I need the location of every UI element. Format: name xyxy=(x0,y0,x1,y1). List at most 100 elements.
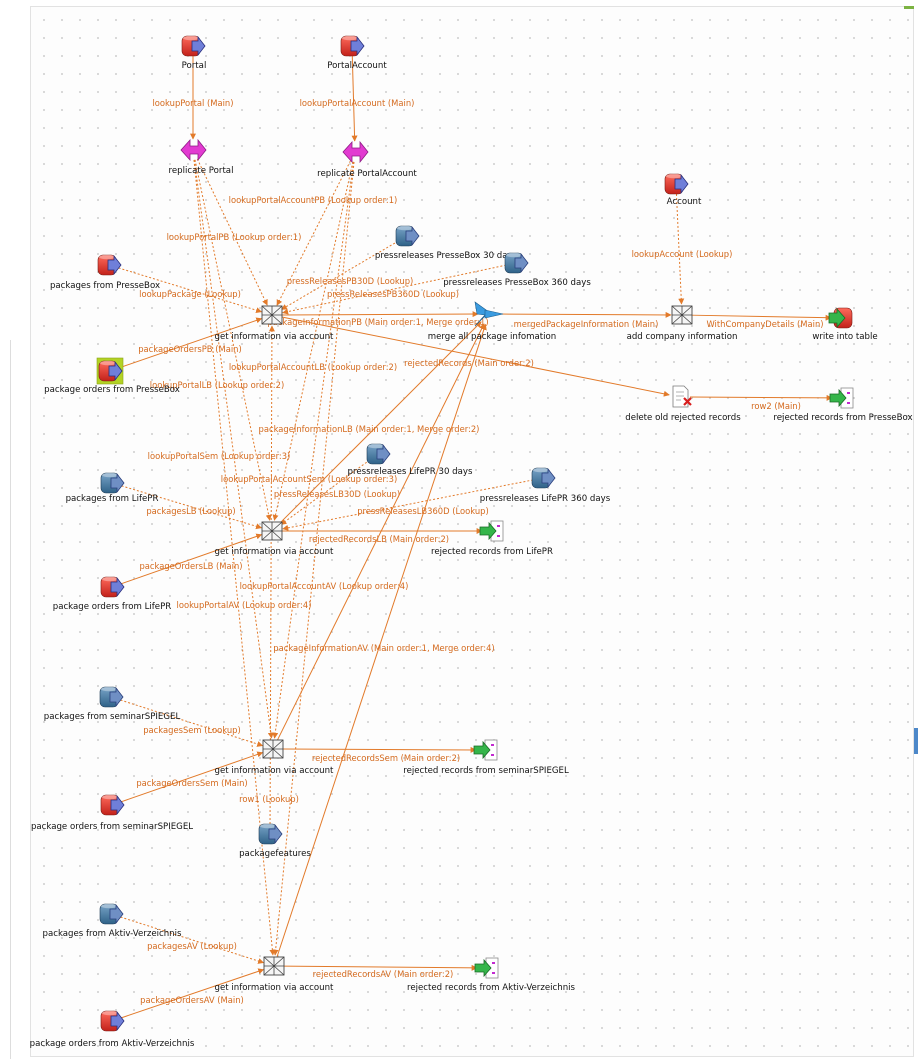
component-replicate-portalaccount[interactable]: replicate PortalAccount xyxy=(317,140,417,179)
input-blue-icon[interactable] xyxy=(100,472,125,494)
link-delete-rejected-to-rejected-pb[interactable] xyxy=(689,394,833,401)
component-rejected-lpr[interactable]: rejected records from LifePR xyxy=(431,520,553,557)
link-portalaccount-to-replicate-portalaccount[interactable] xyxy=(351,55,358,142)
component-portalaccount[interactable]: PortalAccount xyxy=(327,35,387,71)
link-get-info-sem-to-rejected-sem[interactable] xyxy=(282,746,477,753)
link-get-info-av-to-rejected-av[interactable] xyxy=(283,964,478,971)
component-portal[interactable]: Portal xyxy=(181,35,207,71)
component-pkg-sem[interactable]: packages from seminarSPIEGEL xyxy=(44,686,181,722)
delete-icon[interactable] xyxy=(672,385,692,408)
link-replicate-portalaccount-to-get-info-pb[interactable] xyxy=(276,160,351,306)
replicate-icon[interactable] xyxy=(342,140,369,164)
link-replicate-portal-to-get-info-av[interactable] xyxy=(193,159,276,956)
component-get-info-av[interactable]: get information via account xyxy=(215,956,335,993)
component-rejected-av[interactable]: rejected records from Aktiv-Verzeichnis xyxy=(407,957,576,993)
link-get-info-sem-to-merge[interactable] xyxy=(276,323,485,741)
link-replicate-portalaccount-to-get-info-sem[interactable] xyxy=(272,161,355,739)
vertical-scroll-indicator[interactable] xyxy=(914,728,918,754)
component-add-company[interactable]: add company information xyxy=(627,305,738,342)
component-get-info-lb[interactable]: get information via account xyxy=(215,521,335,557)
map-icon[interactable] xyxy=(262,739,284,759)
component-pkg-av[interactable]: packages from Aktiv-Verzeichnis xyxy=(43,903,183,939)
input-blue-icon[interactable] xyxy=(504,252,529,274)
component-pr-lpr-30[interactable]: pressreleases LifePR 30 days xyxy=(348,443,473,477)
link-label: packageOrdersPB (Main) xyxy=(138,344,242,354)
link-pkg-pb-to-get-info-pb[interactable] xyxy=(118,267,263,314)
input-db-icon[interactable] xyxy=(181,35,206,57)
link-replicate-portal-to-get-info-sem[interactable] xyxy=(193,159,274,739)
component-pkgorders-av[interactable]: package orders from Aktiv-Verzeichnis xyxy=(30,1010,195,1049)
map-icon[interactable] xyxy=(671,305,693,325)
component-replicate-portal[interactable]: replicate Portal xyxy=(169,138,234,176)
component-account[interactable]: Account xyxy=(664,173,702,207)
link-replicate-portal-to-get-info-pb[interactable] xyxy=(196,158,268,306)
link-pkgorders-lpr-to-get-info-lb[interactable] xyxy=(121,533,263,585)
link-pr-pb-30-to-get-info-pb[interactable] xyxy=(280,240,399,310)
input-blue-icon[interactable] xyxy=(99,686,124,708)
component-label: merge all package infomation xyxy=(428,332,557,342)
input-db-icon[interactable] xyxy=(664,173,689,195)
component-packagefeatures[interactable]: packagefeatures xyxy=(239,823,311,859)
component-pr-pb-360[interactable]: pressreleases PresseBox 360 days xyxy=(443,252,591,288)
link-pr-lpr-360-to-get-info-lb[interactable] xyxy=(282,479,534,531)
link-replicate-portalaccount-to-get-info-lb[interactable] xyxy=(272,161,354,521)
input-blue-icon[interactable] xyxy=(258,823,283,845)
output-file-icon[interactable] xyxy=(829,387,854,409)
component-pkgorders-sem[interactable]: package orders from seminarSPIEGEL xyxy=(31,794,193,832)
output-file-icon[interactable] xyxy=(479,520,504,542)
input-blue-icon[interactable] xyxy=(531,467,556,489)
link-replicate-portalaccount-to-get-info-av[interactable] xyxy=(272,161,355,956)
link-get-info-pb-to-merge[interactable] xyxy=(281,311,479,318)
input-blue-icon[interactable] xyxy=(366,443,391,465)
merge-icon[interactable] xyxy=(474,301,504,327)
link-pkg-sem-to-get-info-sem[interactable] xyxy=(120,699,264,747)
input-db-icon[interactable] xyxy=(100,1010,125,1032)
input-blue-icon[interactable] xyxy=(99,903,124,925)
link-pkgorders-pb-to-get-info-pb[interactable] xyxy=(119,317,263,369)
output-file-icon[interactable] xyxy=(473,739,498,761)
link-get-info-lb-to-merge[interactable] xyxy=(278,321,482,525)
replicate-icon[interactable] xyxy=(180,138,207,162)
input-db-icon[interactable] xyxy=(100,576,125,598)
map-icon[interactable] xyxy=(261,305,283,325)
link-add-company-to-write-table[interactable] xyxy=(691,314,832,321)
component-merge[interactable]: merge all package infomation xyxy=(428,301,557,342)
component-pkgorders-pb[interactable]: package orders from PresseBox xyxy=(44,357,180,395)
component-get-info-pb[interactable]: get information via account xyxy=(215,305,335,342)
component-write-table[interactable]: write into table xyxy=(812,307,878,342)
link-replicate-portal-to-get-info-lb[interactable] xyxy=(194,159,272,521)
component-get-info-sem[interactable]: get information via account xyxy=(215,739,335,776)
component-label: Account xyxy=(667,197,702,207)
link-pkg-av-to-get-info-av[interactable] xyxy=(120,916,265,964)
component-rejected-sem[interactable]: rejected records from seminarSPIEGEL xyxy=(403,739,569,776)
component-pr-lpr-360[interactable]: pressreleases LifePR 360 days xyxy=(480,467,611,504)
input-db-icon[interactable] xyxy=(97,254,122,276)
component-label: rejected records from PresseBox xyxy=(773,413,912,423)
input-db-selected-icon[interactable] xyxy=(96,357,124,385)
component-pkg-pb[interactable]: packages from PresseBox xyxy=(50,254,160,291)
link-pkgorders-av-to-get-info-av[interactable] xyxy=(121,968,265,1019)
input-db-icon[interactable] xyxy=(100,794,125,816)
link-pkg-lpr-to-get-info-lb[interactable] xyxy=(121,485,263,530)
component-pr-pb-30[interactable]: pressreleases PresseBox 30 days xyxy=(375,225,518,261)
link-get-info-av-to-merge[interactable] xyxy=(276,323,487,957)
component-label: get information via account xyxy=(215,766,335,776)
component-label: pressreleases PresseBox 30 days xyxy=(375,251,518,261)
link-label: row2 (Main) xyxy=(751,401,801,411)
link-label: pressReleasesLB30D (Lookup) xyxy=(274,489,400,499)
output-file-icon[interactable] xyxy=(474,957,499,979)
link-merge-to-add-company[interactable] xyxy=(498,311,672,318)
link-packagefeatures-to-get-info-pb[interactable] xyxy=(268,325,275,825)
output-db-icon[interactable] xyxy=(828,307,853,329)
link-pkgorders-sem-to-get-info-sem[interactable] xyxy=(121,751,264,803)
input-db-icon[interactable] xyxy=(340,35,365,57)
component-delete-rejected[interactable]: delete old rejected records xyxy=(625,385,741,423)
component-pkg-lpr[interactable]: packages from LifePR xyxy=(66,472,159,504)
link-label: packageOrdersSem (Main) xyxy=(136,778,247,788)
map-icon[interactable] xyxy=(263,956,285,976)
input-blue-icon[interactable] xyxy=(395,225,420,247)
component-rejected-pb[interactable]: rejected records from PresseBox xyxy=(773,387,913,423)
component-pkgorders-lpr[interactable]: package orders from LifePR xyxy=(53,576,172,612)
map-icon[interactable] xyxy=(261,521,283,541)
